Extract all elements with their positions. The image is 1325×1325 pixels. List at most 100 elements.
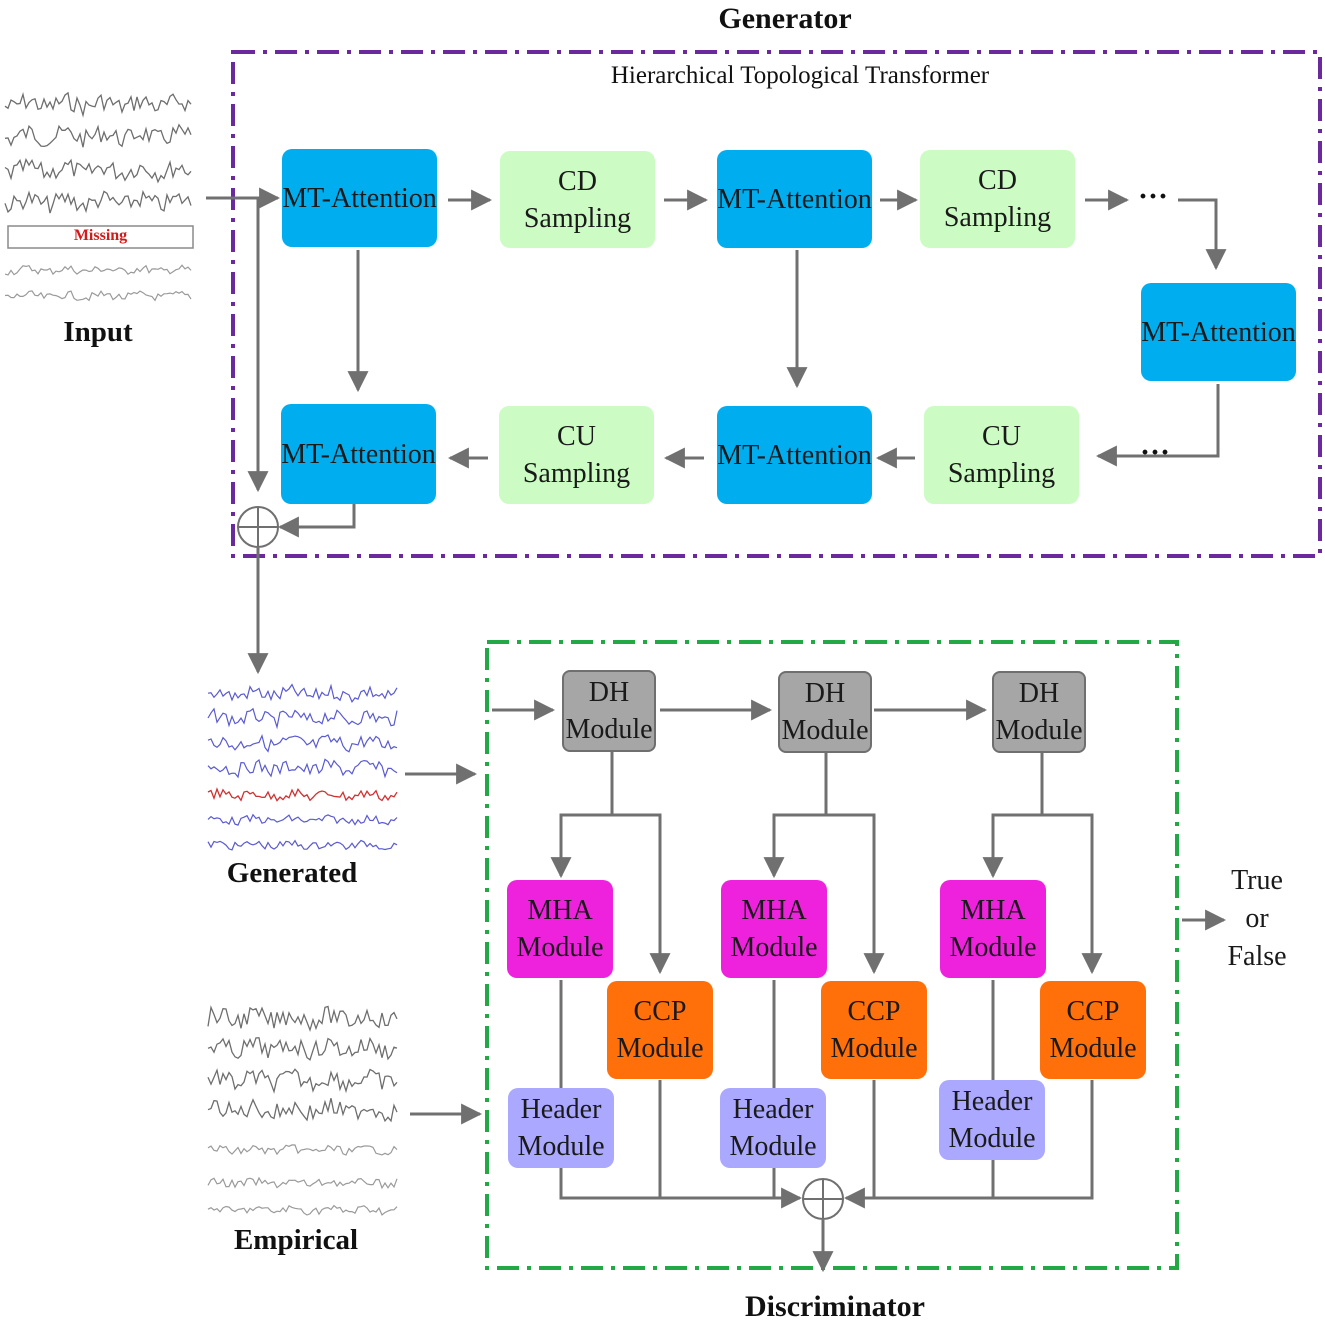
- cd-label: CD: [558, 165, 597, 197]
- sampling-label: Sampling: [522, 458, 631, 489]
- sampling-label: Sampling: [523, 202, 632, 234]
- mha-module-1[interactable]: MHA Module: [507, 880, 613, 978]
- generated-signal-trace: [207, 733, 398, 753]
- dh-label: DH: [588, 677, 630, 708]
- sum-node-generator: [237, 506, 279, 548]
- false-label: False: [1227, 941, 1287, 972]
- header-label: Header: [951, 1086, 1033, 1117]
- mt-attention-block-4[interactable]: MT-Attention: [717, 406, 872, 504]
- mha-module-3[interactable]: MHA Module: [940, 880, 1046, 978]
- ccp-label: CCP: [847, 996, 901, 1027]
- arrow-mt5-to-sum: [277, 504, 356, 538]
- header-label: Header: [732, 1094, 814, 1125]
- discriminator-border: [485, 640, 1179, 1270]
- dh-module-2[interactable]: DH Module: [778, 671, 872, 753]
- generated-signal-trace: [207, 707, 398, 730]
- generator-title: Generator: [718, 2, 852, 35]
- ccp-module-3[interactable]: CCP Module: [1040, 981, 1146, 1079]
- empirical-label: Empirical: [233, 1224, 359, 1256]
- ellipsis-top: ···: [1137, 180, 1168, 213]
- generated-signal-trace: [207, 683, 398, 703]
- input-label: Input: [63, 316, 133, 348]
- module-label: Module: [517, 1131, 605, 1162]
- mt-attention-label: MT-Attention: [717, 439, 872, 471]
- mt-attention-block-5[interactable]: MT-Attention: [281, 404, 436, 504]
- generated-signal-trace: [207, 758, 398, 779]
- missing-channel-box: [7, 225, 194, 249]
- module-label: Module: [995, 715, 1083, 746]
- mt-attention-block-2[interactable]: MT-Attention: [717, 150, 872, 248]
- cu-label: CU: [557, 421, 596, 452]
- empirical-signal-trace: [207, 1176, 398, 1190]
- empirical-signal-trace: [207, 1068, 398, 1094]
- missing-label: Missing: [73, 227, 128, 244]
- empirical-signal-trace: [207, 1144, 398, 1156]
- module-label: Module: [948, 1123, 1036, 1154]
- mt-attention-label: MT-Attention: [281, 438, 436, 470]
- module-label: Module: [616, 1033, 704, 1064]
- empirical-signal-trace: [207, 1098, 398, 1123]
- sampling-label: Sampling: [947, 458, 1056, 489]
- dh-module-3[interactable]: DH Module: [992, 671, 1086, 753]
- module-label: Module: [565, 714, 653, 745]
- module-label: Module: [781, 715, 869, 746]
- input-signal-trace: [4, 123, 192, 148]
- generated-signal-trace: [207, 813, 398, 826]
- mha-label: MHA: [741, 895, 807, 926]
- input-signal-trace: [4, 189, 192, 214]
- cd-sampling-block-2[interactable]: CD Sampling: [920, 150, 1075, 248]
- mt-attention-block-1[interactable]: MT-Attention: [282, 149, 437, 247]
- cd-label: CD: [978, 165, 1017, 196]
- true-or-false-output: True or False: [1222, 862, 1292, 976]
- cu-label: CU: [982, 421, 1021, 452]
- dh-label: DH: [1018, 678, 1060, 709]
- mha-label: MHA: [960, 895, 1026, 926]
- module-label: Module: [516, 932, 604, 963]
- mt-attention-block-3[interactable]: MT-Attention: [1141, 283, 1296, 381]
- sampling-label: Sampling: [943, 202, 1052, 233]
- arrow-mt3-to-ellipsis: [1095, 384, 1220, 467]
- mha-label: MHA: [527, 895, 593, 926]
- module-label: Module: [730, 932, 818, 963]
- cu-sampling-block-1[interactable]: CU Sampling: [499, 406, 654, 504]
- true-label: True: [1231, 865, 1283, 896]
- mt-attention-label: MT-Attention: [1141, 316, 1296, 348]
- module-label: Module: [830, 1033, 918, 1064]
- mha-module-2[interactable]: MHA Module: [721, 880, 827, 978]
- ellipsis-bottom: ···: [1139, 436, 1170, 469]
- ccp-module-2[interactable]: CCP Module: [821, 981, 927, 1079]
- module-label: Module: [729, 1131, 817, 1162]
- input-signal-trace: [4, 264, 192, 276]
- generated-signal-trace: [207, 839, 398, 851]
- bus-left: [559, 1168, 803, 1209]
- or-label: or: [1245, 903, 1269, 934]
- bus-right: [843, 1080, 1094, 1209]
- module-label: Module: [1049, 1033, 1137, 1064]
- sum-node-discriminator: [802, 1178, 844, 1220]
- empirical-signal-trace: [207, 1036, 398, 1061]
- ccp-label: CCP: [1066, 996, 1120, 1027]
- ccp-module-1[interactable]: CCP Module: [607, 981, 713, 1079]
- dh-module-1[interactable]: DH Module: [562, 670, 656, 752]
- module-label: Module: [949, 932, 1037, 963]
- generator-border: [231, 50, 1322, 558]
- input-signal-trace: [4, 290, 192, 302]
- generated-reconstructed-trace: [207, 787, 398, 802]
- htt-subtitle: Hierarchical Topological Transformer: [610, 62, 990, 89]
- mt-attention-label: MT-Attention: [282, 182, 437, 214]
- cd-sampling-block-1[interactable]: CD Sampling: [500, 151, 655, 248]
- mt-attention-label: MT-Attention: [717, 183, 872, 215]
- generated-label: Generated: [226, 857, 358, 889]
- empirical-signal-trace: [207, 1005, 398, 1033]
- ccp-label: CCP: [633, 996, 687, 1027]
- dh-label: DH: [804, 678, 846, 709]
- empirical-signal-trace: [207, 1204, 398, 1216]
- header-label: Header: [520, 1094, 602, 1125]
- cu-sampling-block-2[interactable]: CU Sampling: [924, 406, 1079, 504]
- discriminator-title: Discriminator: [745, 1290, 925, 1323]
- arrow-ellipsis-to-mt3: [1178, 198, 1227, 271]
